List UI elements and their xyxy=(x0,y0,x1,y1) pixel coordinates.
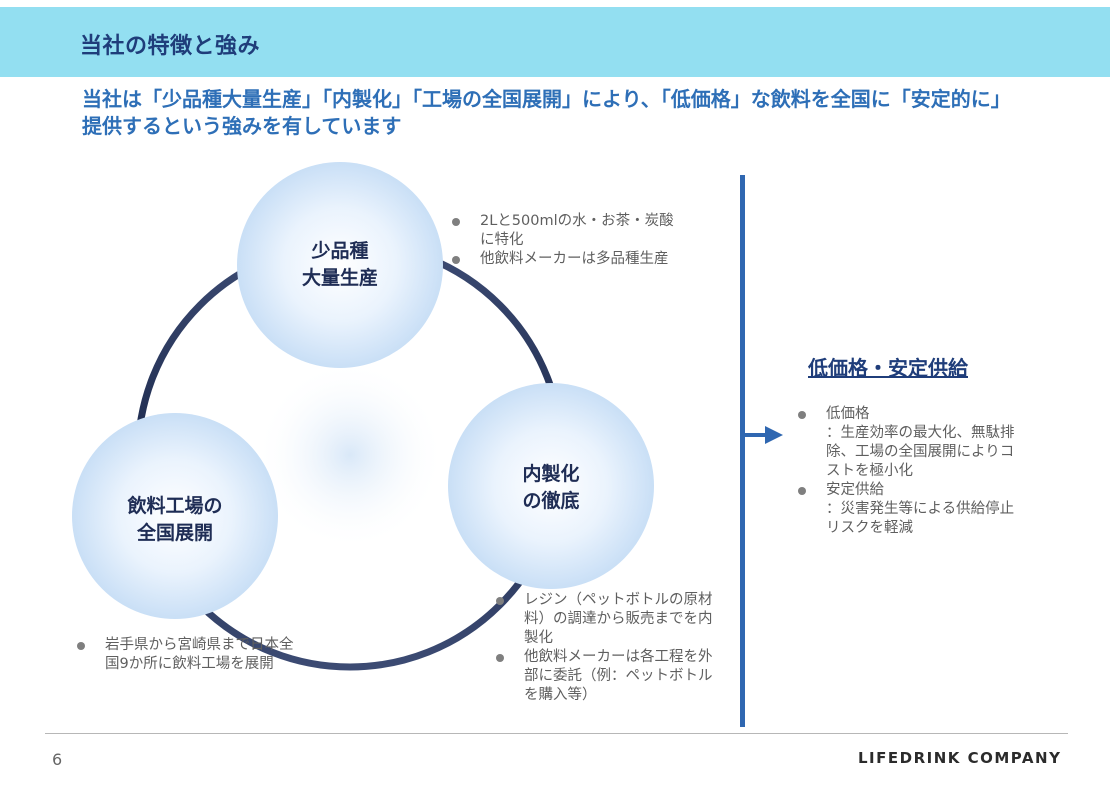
circle-label-in-house: 内製化の徹底 xyxy=(522,463,580,512)
summary-item: 安定供給 ：災害発生等による供給停止リスクを軽減 xyxy=(796,481,1018,538)
list-item: 2Lと500mlの水・お茶・炭酸に特化 xyxy=(450,212,680,250)
summary-title: 低価格・安定供給 xyxy=(808,356,968,380)
notes-top: 2Lと500mlの水・お茶・炭酸に特化 他飲料メーカーは多品種生産 xyxy=(450,212,680,269)
lead-text: 当社は「少品種大量生産」「内製化」「工場の全国展開」により、「低価格」な飲料を全… xyxy=(82,87,1011,138)
circle-label-small-variety: 少品種大量生産 xyxy=(301,240,378,289)
divider-line xyxy=(740,175,745,727)
list-item: 他飲料メーカーは多品種生産 xyxy=(450,250,680,269)
page-number: 6 xyxy=(52,750,63,769)
summary-item-label: 低価格 xyxy=(826,406,870,422)
summary-list: 低価格 ：生産効率の最大化、無駄排除、工場の全国展開によりコストを極小化 安定供… xyxy=(796,405,1018,538)
notes-right: レジン（ペットボトルの原材料）の調達から販売までを内製化 他飲料メーカーは各工程… xyxy=(494,591,716,705)
arrow-right-icon xyxy=(745,426,783,444)
company-logo: LIFEDRINK COMPANY xyxy=(858,749,1062,767)
notes-left: 岩手県から宮崎県まで日本全国9か所に飲料工場を展開 xyxy=(75,636,300,674)
list-item: レジン（ペットボトルの原材料）の調達から販売までを内製化 xyxy=(494,591,716,648)
footer-divider xyxy=(45,733,1068,734)
summary-item: 低価格 ：生産効率の最大化、無駄排除、工場の全国展開によりコストを極小化 xyxy=(796,405,1018,481)
list-item: 岩手県から宮崎県まで日本全国9か所に飲料工場を展開 xyxy=(75,636,300,674)
header-band xyxy=(0,7,1110,77)
circle-in-house xyxy=(448,383,654,589)
summary-item-detail: ：生産効率の最大化、無駄排除、工場の全国展開によりコストを極小化 xyxy=(826,425,1015,479)
center-glow xyxy=(255,360,445,550)
summary-item-label: 安定供給 xyxy=(826,482,884,498)
list-item: 他飲料メーカーは各工程を外部に委託（例：ペットボトルを購入等） xyxy=(494,648,716,705)
page-title: 当社の特徴と強み xyxy=(80,34,261,59)
summary-item-detail: ：災害発生等による供給停止リスクを軽減 xyxy=(826,501,1015,536)
circle-nationwide-factories xyxy=(72,413,278,619)
circle-small-variety xyxy=(237,162,443,368)
circle-label-nationwide-factories: 飲料工場の全国展開 xyxy=(127,495,223,544)
cycle-diagram xyxy=(72,162,654,671)
